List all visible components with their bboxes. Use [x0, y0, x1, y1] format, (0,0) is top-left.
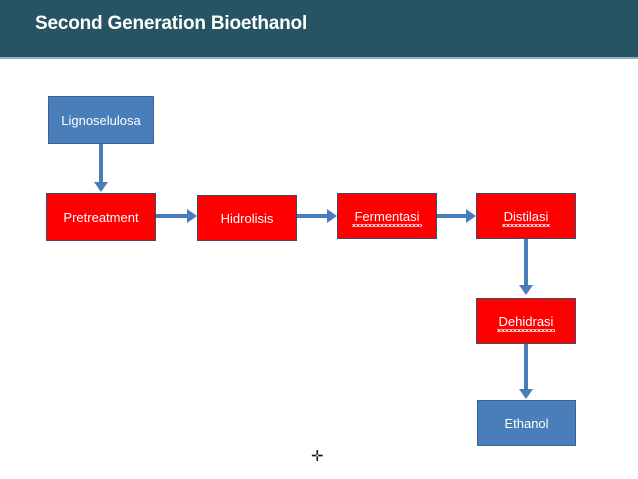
flow-node-dehidrasi[interactable]: Dehidrasi — [476, 298, 576, 344]
connector-line — [437, 214, 468, 218]
arrow-head-right-icon — [187, 209, 197, 223]
connector-line — [297, 214, 329, 218]
flow-node-lignoselulosa[interactable]: Lignoselulosa — [48, 96, 154, 144]
arrow-head-down-icon — [519, 389, 533, 399]
connector-line — [524, 344, 528, 391]
header-divider — [0, 57, 638, 59]
flow-node-fermentasi[interactable]: Fermentasi — [337, 193, 437, 239]
flow-node-label: Lignoselulosa — [61, 112, 141, 128]
page-title: Second Generation Bioethanol — [35, 13, 308, 34]
arrow-head-down-icon — [519, 285, 533, 295]
arrow-head-right-icon — [327, 209, 337, 223]
flow-node-label: Ethanol — [504, 415, 549, 431]
flow-node-pretreatment[interactable]: Pretreatment — [46, 193, 156, 241]
cursor-marker-icon: ✛ — [311, 447, 324, 465]
flow-node-distilasi[interactable]: Distilasi — [476, 193, 576, 239]
arrow-head-down-icon — [94, 182, 108, 192]
flow-node-label: Pretreatment — [63, 209, 139, 225]
flow-node-label: Fermentasi — [352, 208, 422, 227]
flow-node-hidrolisis[interactable]: Hidrolisis — [197, 195, 297, 241]
connector-line — [99, 144, 103, 184]
flow-node-label: Distilasi — [501, 208, 551, 227]
flowchart-diagram: Lignoselulosa Pretreatment Hidrolisis Fe… — [0, 59, 638, 479]
connector-line — [524, 239, 528, 287]
connector-line — [156, 214, 189, 218]
flow-node-label: Dehidrasi — [496, 313, 556, 332]
flow-node-label: Hidrolisis — [220, 210, 274, 226]
slide-header-bar — [0, 0, 638, 57]
arrow-head-right-icon — [466, 209, 476, 223]
flow-node-ethanol[interactable]: Ethanol — [477, 400, 576, 446]
